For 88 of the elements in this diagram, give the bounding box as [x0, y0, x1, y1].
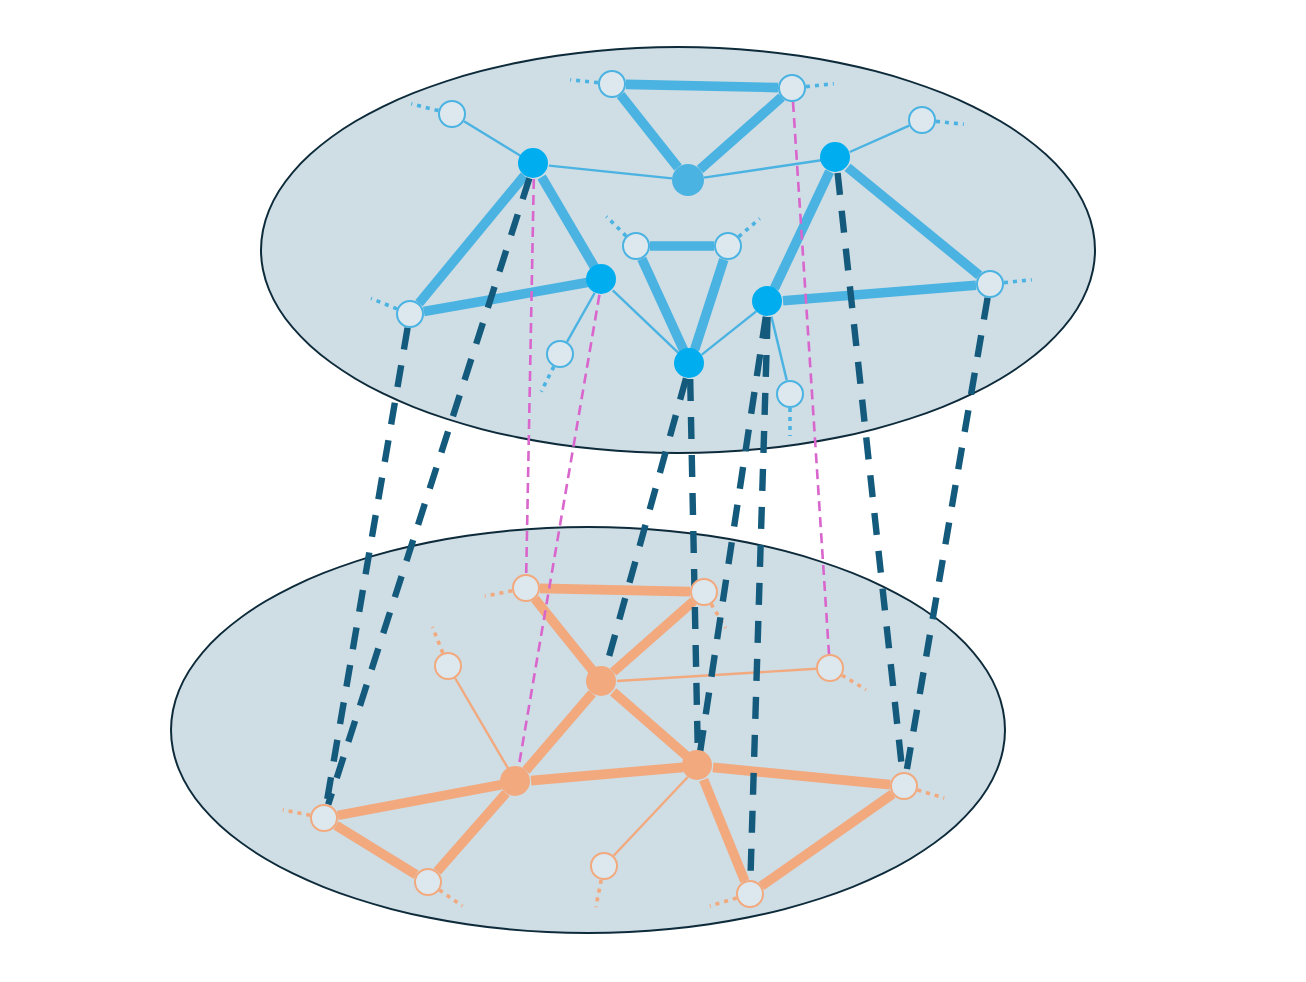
open-node-circle: [589, 851, 617, 879]
filled-node-circle: [500, 766, 530, 796]
open-node-circle: [395, 299, 423, 327]
open-node-circle: [775, 379, 803, 407]
filled-node-circle: [586, 264, 616, 294]
open-node-circle: [511, 573, 539, 601]
link-line: [548, 164, 673, 180]
stub-line: [605, 215, 628, 238]
link-line: [415, 172, 529, 307]
link-line: [696, 93, 785, 173]
dashed-link: [791, 101, 831, 655]
stub-line: [805, 82, 834, 89]
open-node-circle: [689, 577, 717, 605]
link-line: [537, 174, 599, 270]
stub-line: [282, 808, 311, 817]
stub-line: [539, 365, 556, 393]
open-node-circle: [907, 105, 935, 133]
link-line: [849, 124, 910, 154]
stub-line: [935, 119, 964, 126]
link-line: [770, 169, 834, 291]
dashed-link: [323, 327, 411, 805]
link-line: [333, 821, 419, 879]
link-line: [463, 120, 522, 158]
open-node-circle: [889, 771, 917, 799]
link-line: [770, 316, 788, 381]
open-node-circle: [545, 339, 573, 367]
open-node-circle: [975, 269, 1003, 297]
filled-node-circle: [671, 163, 703, 195]
open-node-circle: [777, 73, 805, 101]
open-node-circle: [437, 99, 465, 127]
link-line: [703, 159, 822, 179]
stub-line: [1003, 278, 1032, 285]
link-line: [336, 780, 503, 821]
filled-node-circle: [682, 750, 712, 780]
stub-line: [594, 879, 603, 908]
dashed-link: [903, 297, 991, 773]
link-line: [530, 762, 684, 786]
open-node-circle: [621, 231, 649, 259]
open-node-circle: [413, 867, 441, 895]
open-node-circle: [309, 803, 337, 831]
link-line: [844, 163, 983, 279]
open-node-circle: [713, 231, 741, 259]
open-node-circle: [815, 653, 843, 681]
link-line: [611, 289, 681, 355]
link-line: [422, 277, 589, 317]
link-line: [539, 583, 691, 597]
filled-node-circle: [518, 148, 548, 178]
link-line: [782, 280, 977, 306]
filled-node-circle: [820, 142, 850, 172]
link-line: [701, 310, 757, 356]
link-line: [625, 79, 779, 93]
stub-line: [709, 896, 738, 908]
link-line: [616, 92, 682, 171]
dashed-link: [325, 177, 533, 806]
filled-node-circle: [752, 286, 782, 316]
link-line: [522, 690, 596, 774]
link-line: [616, 667, 817, 683]
open-node-circle: [597, 69, 625, 97]
stub-line: [370, 296, 398, 311]
link-line: [758, 790, 896, 890]
open-node-circle: [735, 879, 763, 907]
stub-line: [709, 603, 728, 629]
stub-line: [841, 673, 867, 692]
dashed-link: [697, 316, 769, 752]
stub-line: [438, 888, 464, 908]
link-line: [650, 241, 714, 251]
link-line: [712, 762, 891, 790]
link-line: [610, 688, 690, 760]
link-line: [565, 292, 596, 343]
link-line: [610, 597, 697, 676]
link-line: [690, 257, 729, 352]
stub-line: [788, 408, 792, 436]
dashed-link: [524, 178, 536, 575]
dashed-link: [517, 294, 601, 768]
stub-line: [916, 788, 945, 800]
stub-line: [410, 102, 439, 113]
link-line: [453, 677, 510, 770]
stub-line: [484, 589, 513, 598]
stub-line: [570, 78, 599, 85]
link-line: [637, 256, 689, 353]
link-line: [531, 595, 597, 674]
open-node-circle: [433, 651, 461, 679]
stub-line: [430, 626, 445, 654]
filled-node-circle: [674, 348, 704, 378]
link-line: [433, 790, 510, 875]
stub-line: [737, 217, 761, 239]
link-line: [612, 776, 689, 857]
link-line: [699, 778, 750, 883]
